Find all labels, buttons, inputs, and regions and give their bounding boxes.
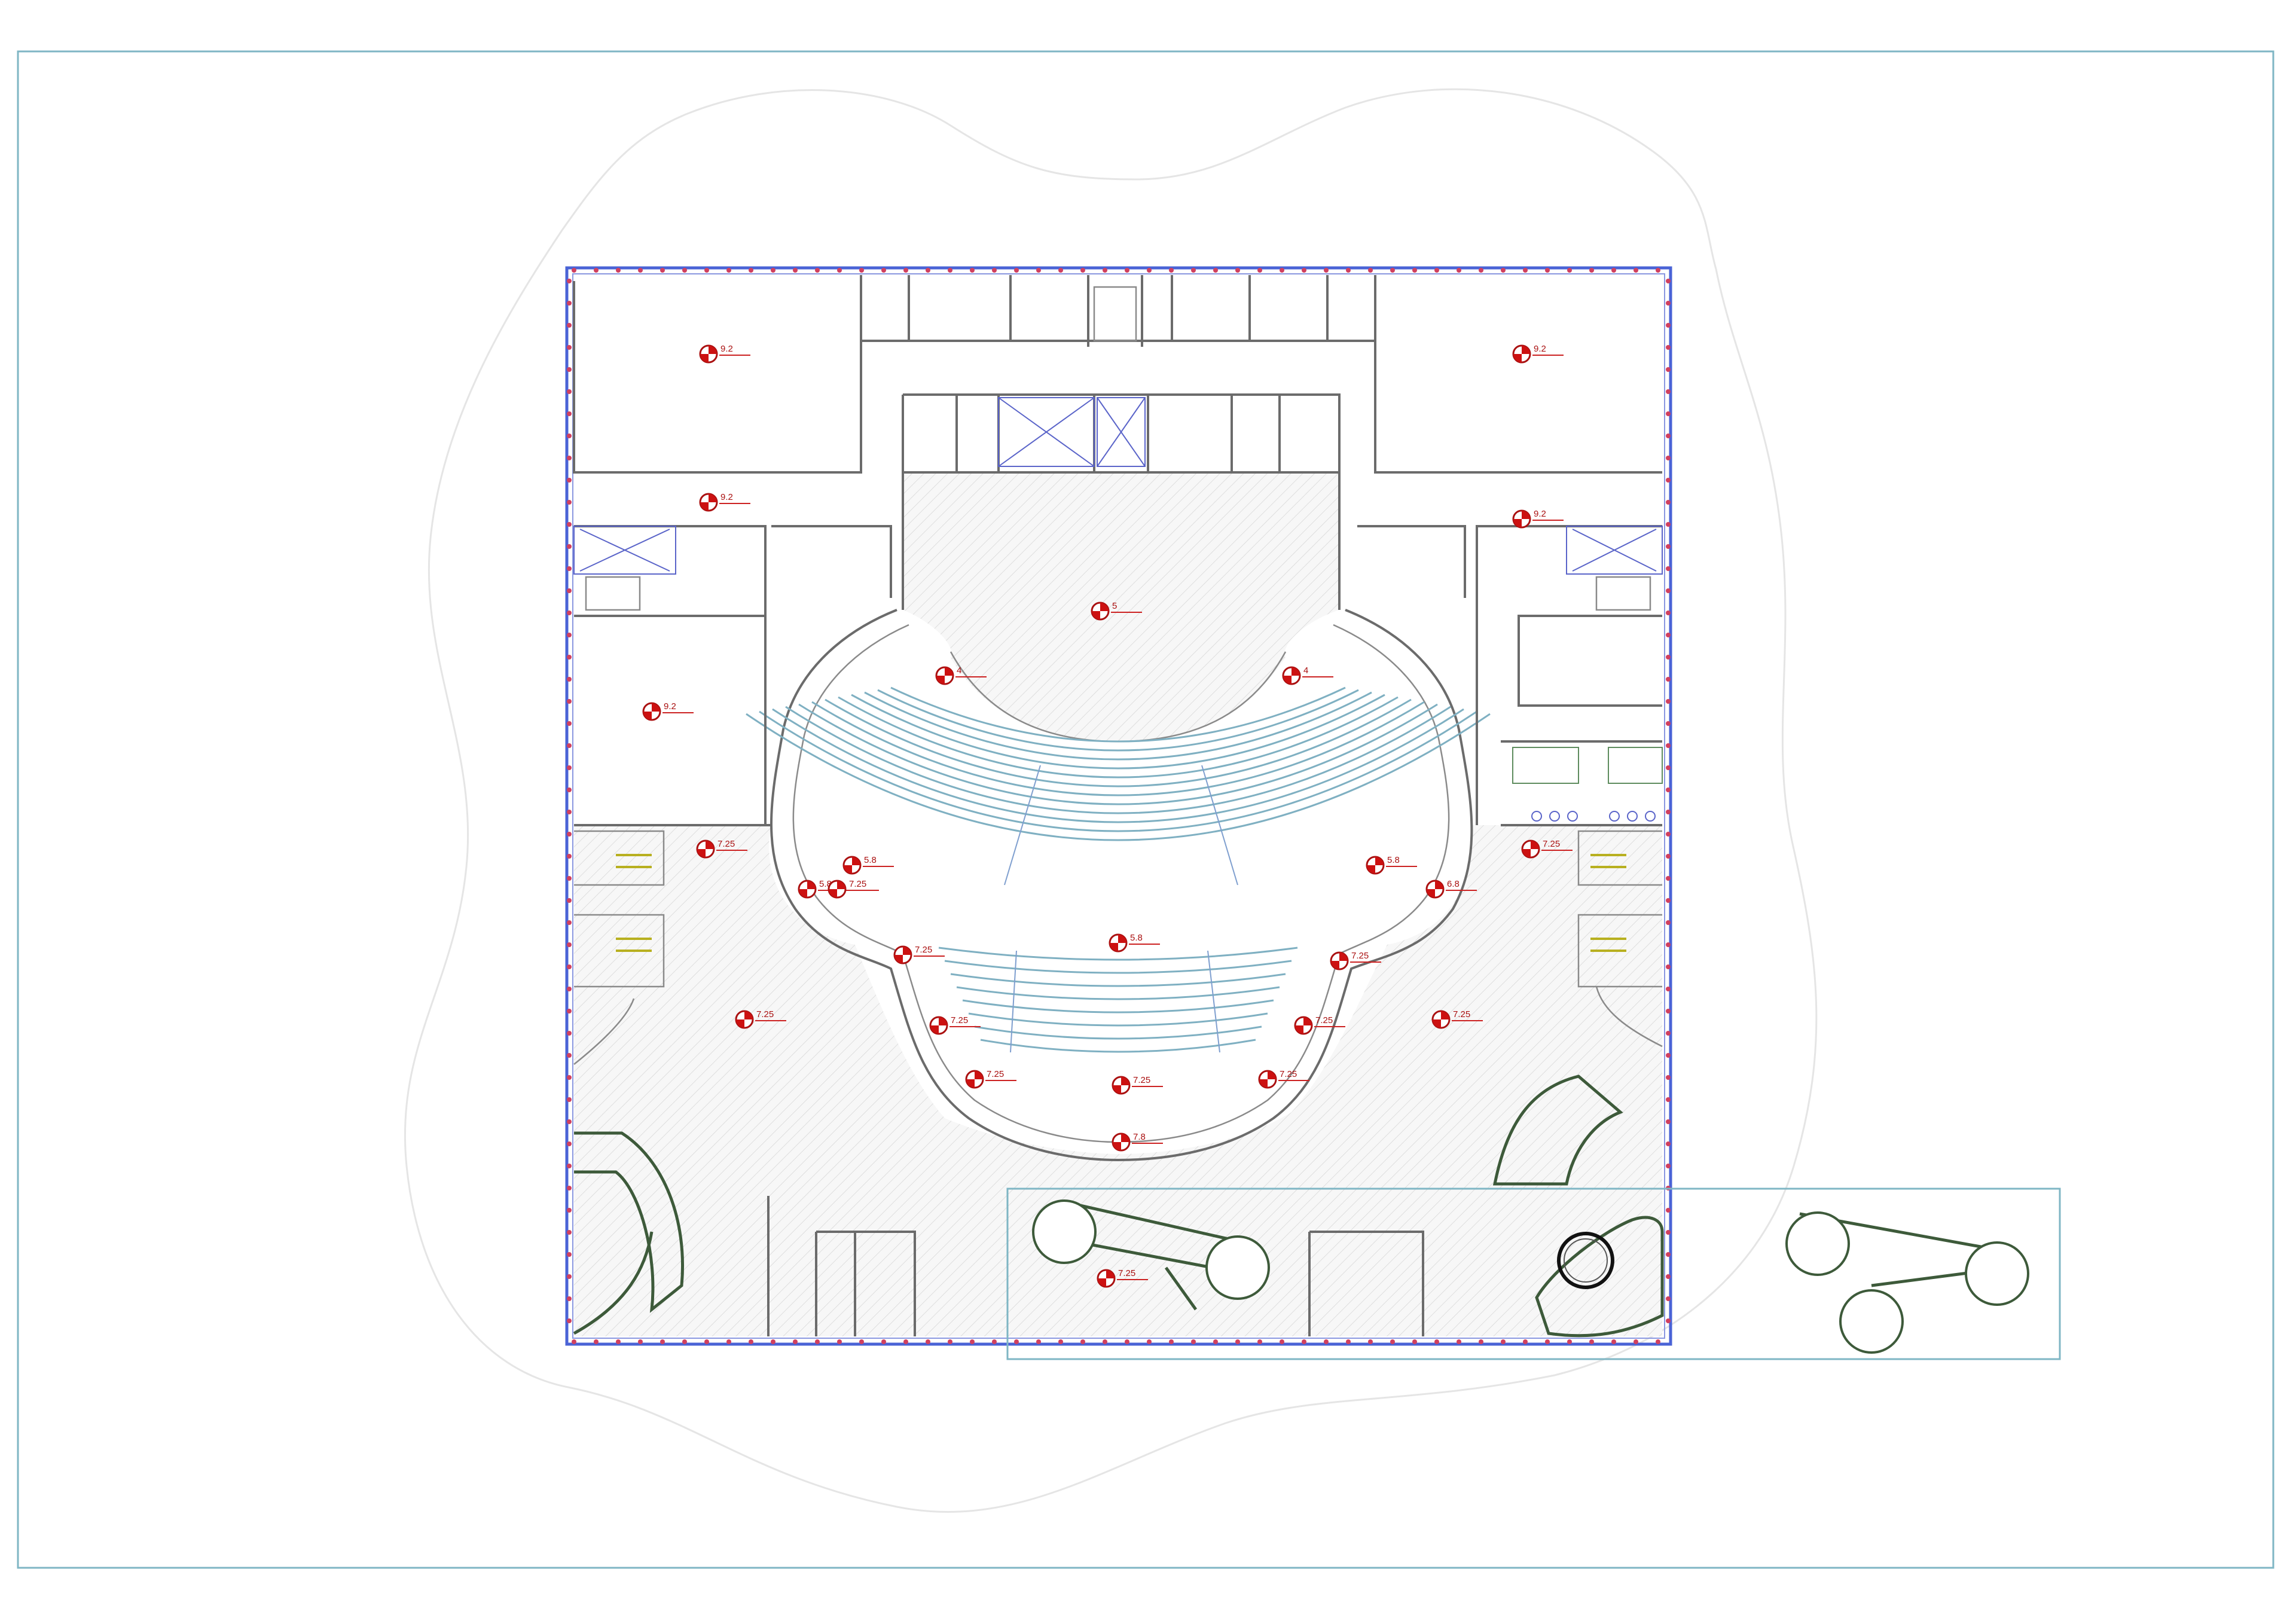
- level-marker: 7.25: [828, 879, 879, 899]
- aisle-lower-left: [1010, 950, 1017, 1053]
- facade-columns: [567, 268, 1671, 1344]
- stage-floor: [903, 472, 1339, 741]
- level-marker-label: 9.2: [720, 492, 733, 502]
- level-marker: 7.8: [1112, 1132, 1163, 1152]
- level-marker-label: 9.2: [664, 701, 676, 712]
- stair-southwest: [573, 1131, 685, 1335]
- sheet-border: [17, 50, 2274, 1569]
- level-marker-label: 4: [1303, 666, 1308, 676]
- level-marker-label: 5.8: [1130, 933, 1143, 943]
- aisle-right: [1201, 765, 1238, 886]
- level-marker: 9.2: [699, 492, 750, 512]
- north-stair: [1093, 286, 1137, 342]
- level-marker: 5.8: [1109, 933, 1160, 953]
- level-marker: 5: [1091, 601, 1142, 621]
- level-marker: 5.8: [842, 855, 894, 875]
- core-lift-shafts: [998, 397, 1146, 467]
- escalator-right: [1785, 1211, 2029, 1354]
- level-marker: 7.25: [735, 1009, 786, 1029]
- lobby-east-curve: [1595, 986, 1663, 1048]
- west-stair-lift: [573, 526, 676, 611]
- level-marker-label: 5: [1112, 601, 1117, 611]
- aisle-left: [1004, 765, 1041, 886]
- level-marker-label: 7.25: [915, 945, 932, 955]
- level-marker-label: 7.25: [1453, 1009, 1470, 1019]
- stair-southeast: [1492, 1074, 1664, 1338]
- escalator-detail-frame: [1006, 1188, 2061, 1360]
- level-marker-label: 5.8: [864, 855, 877, 865]
- level-marker: 7.25: [1294, 1015, 1345, 1035]
- level-marker: 7.25: [1112, 1075, 1163, 1095]
- level-marker-label: 7.25: [987, 1069, 1004, 1079]
- escalator-left: [1032, 1199, 1270, 1311]
- level-marker-label: 9.2: [1534, 509, 1546, 519]
- level-marker: 4: [935, 666, 987, 685]
- level-marker: 7.25: [893, 945, 945, 964]
- auditorium-outer-wall: [770, 609, 1473, 1162]
- level-marker: 9.2: [699, 344, 750, 364]
- level-marker: 9.2: [642, 701, 694, 721]
- level-marker: 7.25: [1431, 1009, 1483, 1029]
- site-outline: [404, 88, 1818, 1513]
- level-marker: 9.2: [1512, 509, 1564, 529]
- level-marker-label: 6.8: [1447, 879, 1460, 889]
- building-facade-inner: [572, 273, 1665, 1339]
- east-restrooms: [1512, 747, 1663, 822]
- lobby-west-bay: [574, 830, 665, 988]
- east-stair-lift: [1566, 526, 1663, 611]
- level-marker: 7.25: [1258, 1069, 1309, 1089]
- level-marker: 5.8: [1366, 855, 1417, 875]
- south-walls: [767, 1196, 1424, 1336]
- lobby-west-curve: [573, 998, 635, 1065]
- level-marker-label: 7.25: [1118, 1268, 1135, 1278]
- level-marker: 9.2: [1512, 344, 1564, 364]
- core-walls: [902, 393, 1341, 472]
- east-rooms-walls: [1357, 525, 1662, 826]
- level-marker: 7.25: [929, 1015, 981, 1035]
- level-marker: 7.25: [1330, 951, 1381, 970]
- aisle-lower-right: [1207, 950, 1220, 1053]
- level-marker: 7.25: [965, 1069, 1016, 1089]
- level-marker: 4: [1282, 666, 1333, 685]
- west-rooms-walls: [574, 525, 892, 826]
- north-rooms-walls: [573, 275, 1662, 474]
- level-marker-label: 7.25: [1351, 951, 1369, 961]
- level-marker-label: 9.2: [720, 344, 733, 354]
- level-marker: 7.25: [696, 839, 747, 859]
- level-marker: 7.25: [1097, 1268, 1148, 1288]
- level-marker: 6.8: [1425, 879, 1477, 899]
- level-marker-label: 5.8: [1387, 855, 1400, 865]
- seating-rows: [746, 686, 1491, 1053]
- level-marker-label: 7.25: [1280, 1069, 1297, 1079]
- building-facade: [565, 266, 1672, 1346]
- level-marker-label: 7.25: [1543, 839, 1560, 849]
- level-marker-label: 9.2: [1534, 344, 1546, 354]
- level-marker-label: 7.25: [1133, 1075, 1150, 1085]
- level-marker-label: 7.8: [1133, 1132, 1146, 1142]
- level-marker-label: 7.25: [951, 1015, 968, 1025]
- level-marker: 7.25: [1521, 839, 1573, 859]
- level-marker-label: 7.25: [849, 879, 866, 889]
- lobby-floor: [574, 825, 1662, 1336]
- level-marker-label: 4: [957, 666, 961, 676]
- level-marker-label: 7.25: [718, 839, 735, 849]
- lobby-east-bay: [1577, 830, 1662, 988]
- lobby-yellow-marks: [616, 854, 1626, 952]
- level-marker-label: 7.25: [1315, 1015, 1333, 1025]
- level-marker-label: 7.25: [756, 1009, 774, 1019]
